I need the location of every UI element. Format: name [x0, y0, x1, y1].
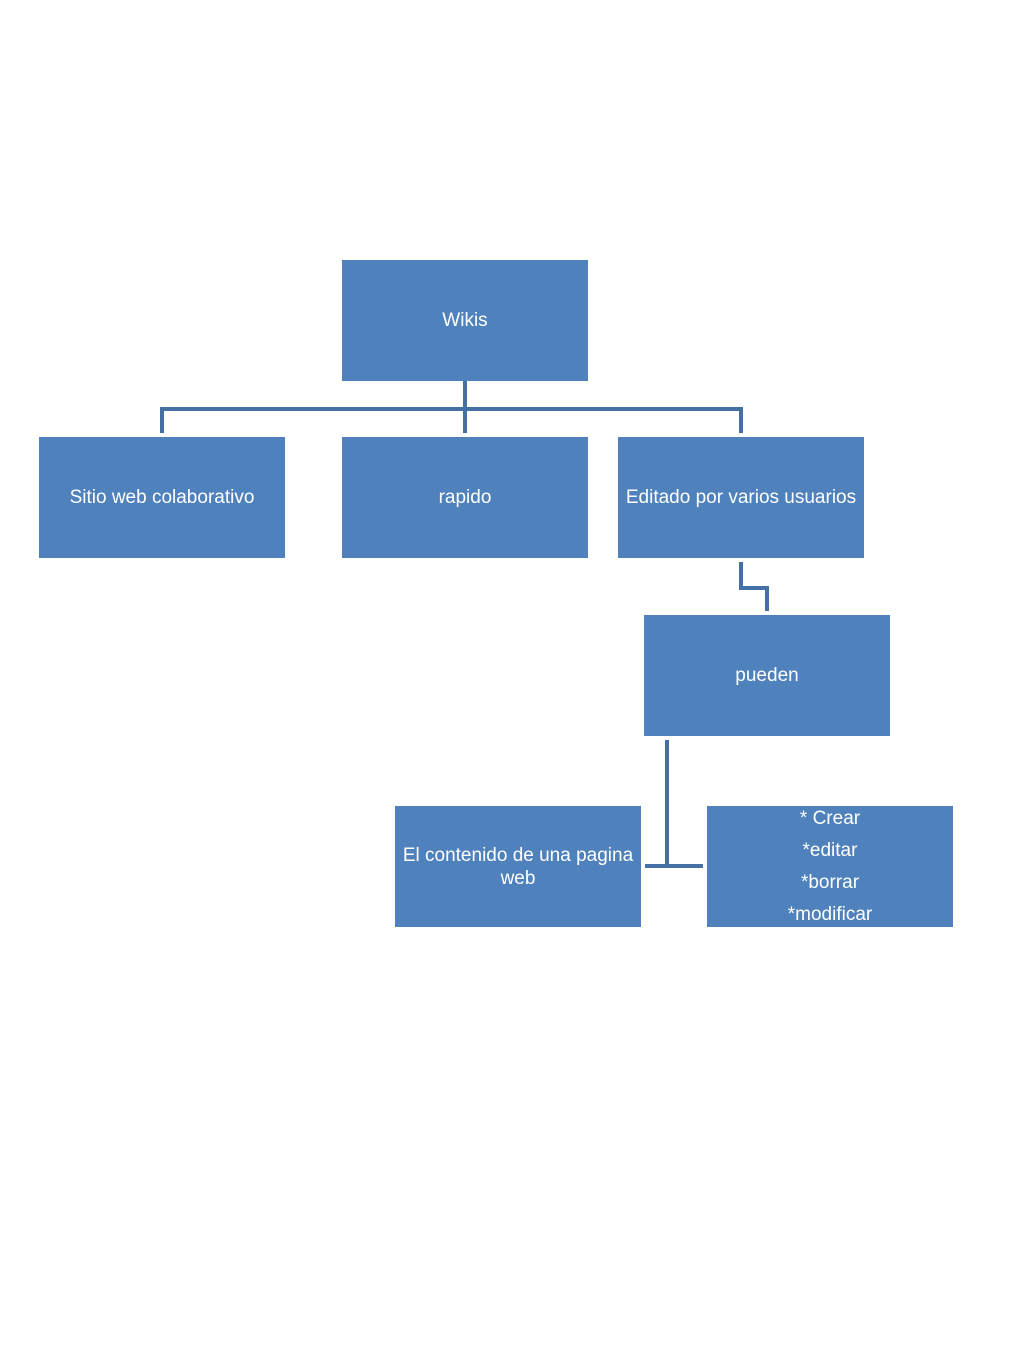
node-acciones-editar: *editar	[802, 839, 858, 861]
node-acciones-modificar: *modificar	[787, 903, 873, 925]
node-editado-por-varios-usuarios: Editado por varios usuarios	[618, 437, 864, 558]
node-pueden-label: pueden	[735, 665, 799, 686]
node-rapido: rapido	[342, 437, 588, 558]
node-wikis: Wikis	[342, 260, 588, 381]
node-sitio-web-colaborativo-label: Sitio web colaborativo	[69, 487, 255, 508]
node-acciones-borrar: *borrar	[800, 871, 860, 893]
node-pueden: pueden	[644, 615, 890, 736]
node-editado-label: Editado por varios usuarios	[625, 487, 857, 508]
node-contenido-pagina-web: El contenido de una pagina web	[395, 806, 641, 927]
connector-level1-bar	[160, 407, 743, 433]
node-acciones-crear: * Crear	[799, 807, 861, 829]
node-wikis-label: Wikis	[442, 310, 488, 331]
node-contenido-label: El contenido de una pagina web	[402, 844, 634, 889]
node-sitio-web-colaborativo: Sitio web colaborativo	[39, 437, 285, 558]
connector-editado-pueden	[739, 562, 769, 611]
node-rapido-label: rapido	[438, 487, 492, 508]
node-acciones: * Crear *editar *borrar *modificar	[707, 806, 953, 927]
